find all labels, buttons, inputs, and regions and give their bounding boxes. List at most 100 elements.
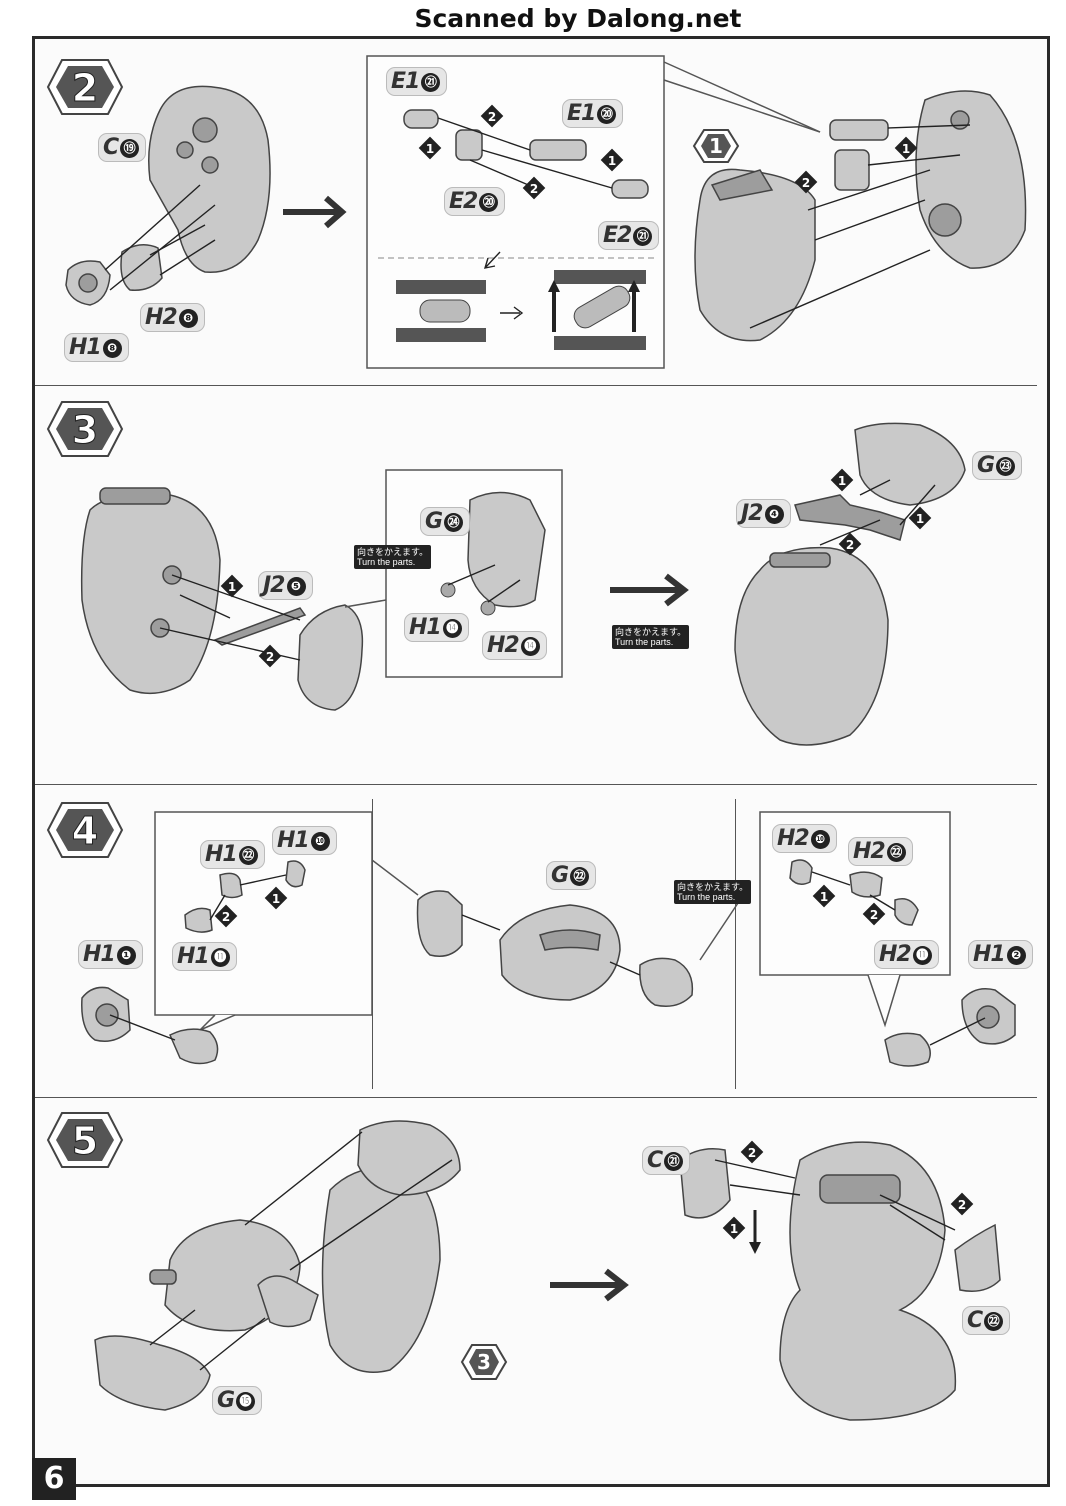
c22-side-part xyxy=(954,1223,1001,1292)
svg-text:1: 1 xyxy=(272,892,280,906)
svg-text:1: 1 xyxy=(838,474,846,488)
svg-text:1: 1 xyxy=(228,580,236,594)
svg-text:2: 2 xyxy=(488,110,496,124)
order-badge-1: 1 xyxy=(722,1216,746,1240)
order-badge-2: 2 xyxy=(480,104,504,128)
order-badge-2: 2 xyxy=(522,176,546,200)
step-3-number: 3 xyxy=(72,408,98,452)
g15-jaw-part xyxy=(94,1335,211,1411)
order-badge-1: 1 xyxy=(418,136,442,160)
body-shell-part xyxy=(148,85,271,273)
divider xyxy=(35,385,1037,386)
divider xyxy=(735,799,736,1089)
order-badge-1: 1 xyxy=(908,506,932,530)
svg-text:2: 2 xyxy=(846,538,854,552)
svg-text:1: 1 xyxy=(730,1222,738,1236)
divider xyxy=(35,784,1037,785)
svg-text:2: 2 xyxy=(958,1198,966,1212)
step-2-number: 2 xyxy=(72,66,98,110)
order-badge-2: 2 xyxy=(838,532,862,556)
progress-arrow xyxy=(610,573,689,607)
order-badge-1: 1 xyxy=(600,148,624,172)
step-5-badge: 5 xyxy=(46,1112,124,1168)
svg-text:2: 2 xyxy=(266,650,274,664)
reference-number: 3 xyxy=(477,1350,491,1374)
reference-badge: 3 xyxy=(460,1344,508,1380)
svg-text:2: 2 xyxy=(530,182,538,196)
turn-parts-note: 向きをかえます。 Turn the parts. xyxy=(354,545,432,569)
svg-text:2: 2 xyxy=(748,1146,756,1160)
assembled-head-part xyxy=(779,1141,957,1421)
order-badge-2: 2 xyxy=(862,902,886,926)
order-badge-1: 1 xyxy=(812,884,836,908)
c21-side-part xyxy=(679,1148,731,1219)
progress-arrow xyxy=(283,195,347,229)
svg-text:1: 1 xyxy=(902,142,910,156)
svg-text:2: 2 xyxy=(870,908,878,922)
order-badge-2: 2 xyxy=(950,1192,974,1216)
turn-parts-note: 向きをかえます。 Turn the parts. xyxy=(674,880,752,904)
svg-text:1: 1 xyxy=(820,890,828,904)
order-badge-2: 2 xyxy=(214,904,238,928)
step-4-badge: 4 xyxy=(46,802,124,858)
svg-text:2: 2 xyxy=(802,176,810,190)
divider xyxy=(35,1097,1037,1098)
order-badge-1: 1 xyxy=(830,468,854,492)
j2-plate-part xyxy=(213,607,307,646)
g23-top-part xyxy=(854,422,966,506)
turn-parts-note: 向きをかえます。 Turn the parts. xyxy=(612,625,690,649)
inner-block-part xyxy=(297,604,364,711)
step-2-badge: 2 xyxy=(46,59,124,115)
scan-credit: Scanned by Dalong.net xyxy=(414,4,742,33)
order-badge-2: 2 xyxy=(794,170,818,194)
j2-fin-part xyxy=(794,494,906,541)
top-cap-part xyxy=(357,1120,461,1196)
step-3-badge: 3 xyxy=(46,401,124,457)
svg-text:1: 1 xyxy=(916,512,924,526)
step-4-number: 4 xyxy=(72,809,98,853)
sub-step-badge: 1 xyxy=(692,129,740,163)
assembled-head-part xyxy=(734,546,889,746)
svg-text:2: 2 xyxy=(222,910,230,924)
order-badge-1: 1 xyxy=(264,886,288,910)
sub-step-number: 1 xyxy=(709,134,723,158)
order-badge-1: 1 xyxy=(894,136,918,160)
order-badge-2: 2 xyxy=(258,644,282,668)
head-assembly-part xyxy=(694,168,816,342)
svg-text:1: 1 xyxy=(608,154,616,168)
order-badge-1: 1 xyxy=(220,574,244,598)
progress-arrow xyxy=(550,1268,629,1302)
g22-cup-part xyxy=(499,904,621,1001)
svg-text:1: 1 xyxy=(426,142,434,156)
order-badge-2: 2 xyxy=(740,1140,764,1164)
page-number: 6 xyxy=(32,1458,76,1500)
step-5-number: 5 xyxy=(72,1119,98,1163)
